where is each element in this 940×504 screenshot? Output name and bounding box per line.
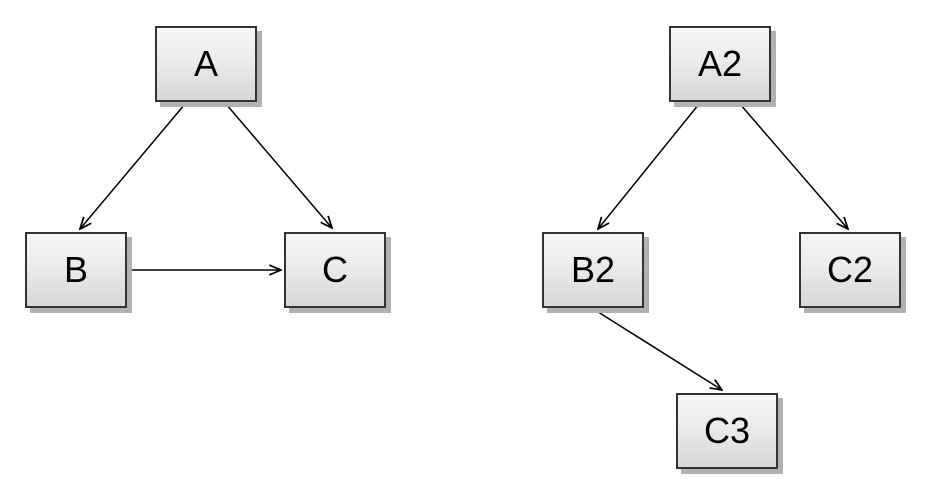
node-a2[interactable]: A2	[669, 26, 771, 102]
edge-b2-to-c3	[594, 309, 722, 390]
node-a[interactable]: A	[155, 26, 257, 102]
edge-a2-to-c2	[739, 103, 848, 229]
edge-a-to-b	[80, 103, 186, 229]
node-b2[interactable]: B2	[542, 232, 644, 308]
node-c2[interactable]: C2	[799, 232, 901, 308]
edge-a2-to-b2	[598, 103, 700, 229]
edge-a-to-c	[225, 103, 332, 228]
node-c[interactable]: C	[284, 232, 386, 308]
node-c3[interactable]: C3	[676, 393, 778, 469]
node-b[interactable]: B	[25, 232, 127, 308]
